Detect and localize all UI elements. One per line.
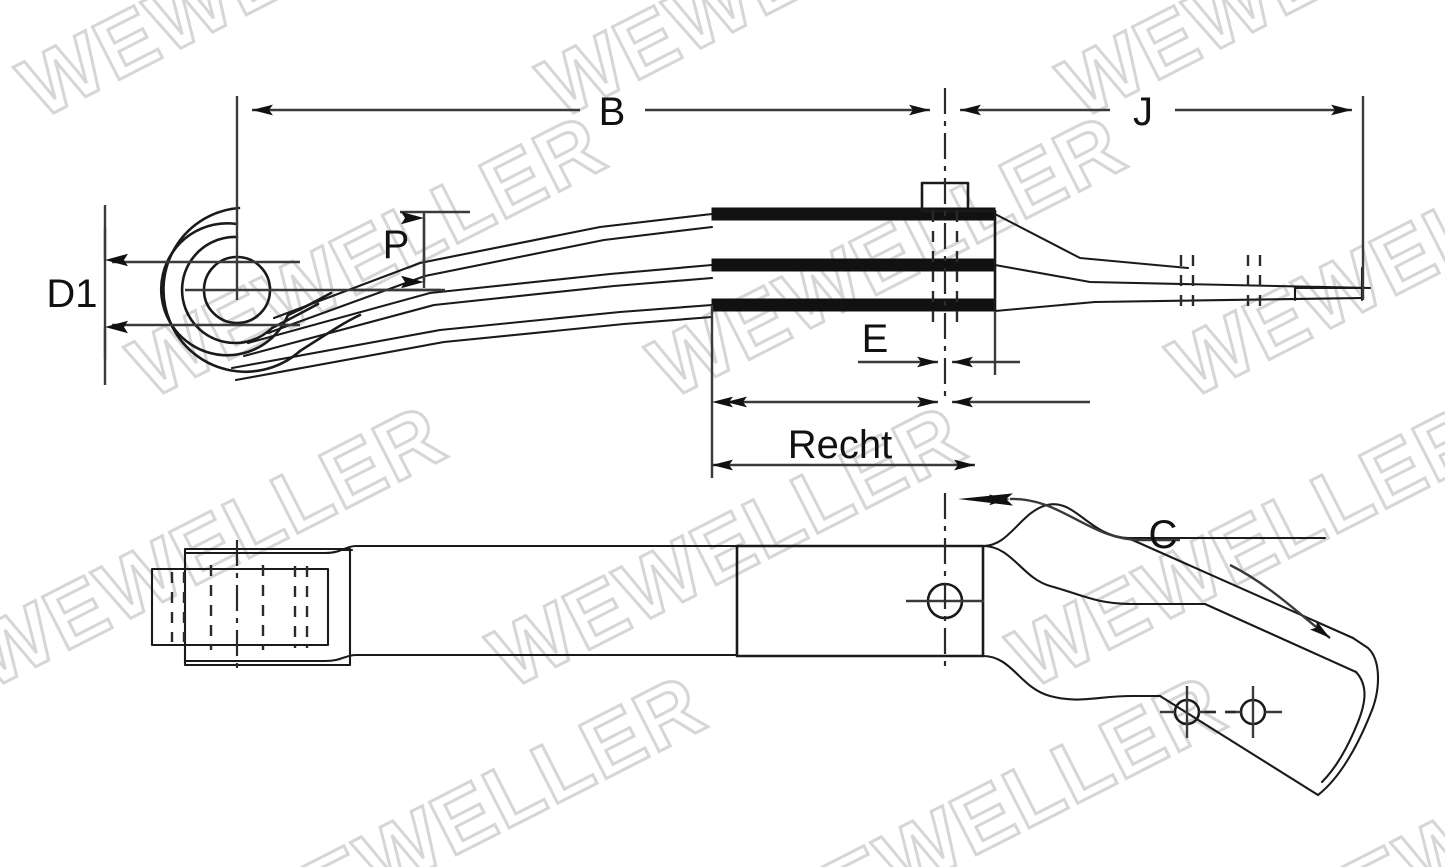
dimension-J: J: [960, 90, 1352, 134]
dimension-B: B: [252, 90, 930, 134]
plan-end-holes: [1160, 686, 1282, 738]
plan-clamp-plate: [735, 493, 985, 672]
watermark-text: WEWELLER: [1255, 656, 1445, 867]
watermark-text: WEWELLER: [5, 0, 510, 137]
dimension-D1: D1: [46, 205, 128, 385]
dimension-E: E: [858, 311, 1020, 375]
plan-view: C: [150, 493, 1380, 797]
dimension-label-D1: D1: [46, 272, 97, 316]
dimension-P: P: [383, 211, 426, 289]
dimension-label-C: C: [1149, 513, 1178, 557]
watermark-text: WEWELLER: [215, 656, 720, 867]
plan-blade-outline: [183, 544, 739, 663]
watermark-text: WEWELLER: [635, 96, 1140, 417]
tail-hidden-holes: [1179, 255, 1262, 315]
dimension-label-P: P: [383, 223, 410, 267]
side-elevation-view: [112, 88, 1372, 400]
watermark-text: WEWELLER: [735, 656, 1240, 867]
center-bolt-hidden: [931, 88, 959, 400]
dimension-label-J: J: [1133, 90, 1153, 134]
dimension-C: C: [958, 493, 1331, 639]
watermark-text: WEWELLER: [1155, 96, 1445, 417]
dimension-label-E: E: [862, 317, 889, 361]
plan-eye-hidden-lines: [170, 540, 309, 672]
dimension-Recht: Recht: [710, 305, 1090, 478]
dimension-label-B: B: [599, 90, 626, 134]
dimension-label-Recht: Recht: [788, 423, 893, 467]
watermark-text: WEWELLER: [115, 96, 620, 417]
leaf-2: [242, 258, 1372, 358]
watermark-text: WEWELLER: [995, 386, 1445, 707]
leaf-3: [230, 296, 1364, 382]
plan-eye-block: [150, 547, 352, 667]
